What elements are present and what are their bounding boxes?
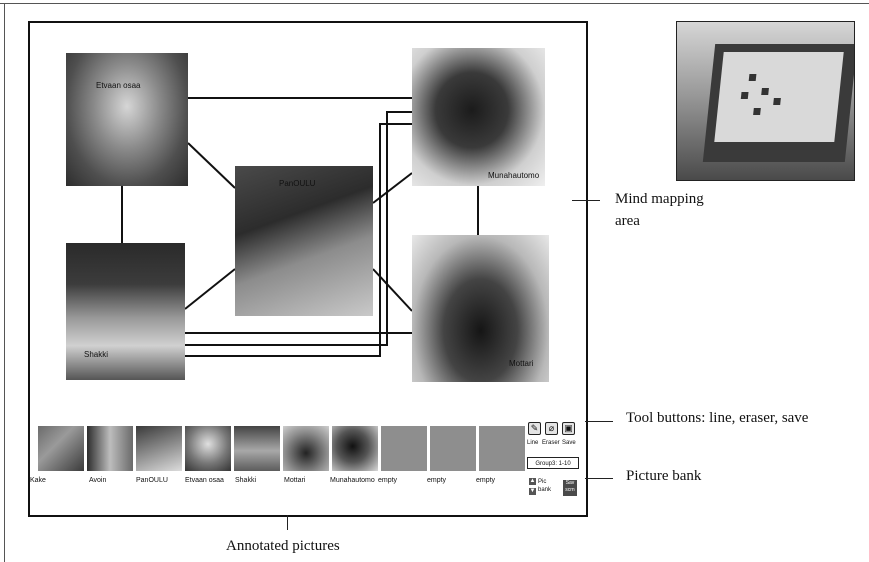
picture-group-selector[interactable]: Group3: 1-10 xyxy=(527,457,579,469)
screen-thumbnail xyxy=(753,108,761,115)
callout-line-tool-buttons xyxy=(585,421,613,422)
map-node-caption: PanOULU xyxy=(279,179,316,188)
callout-tool-buttons: Tool buttons: line, eraser, save xyxy=(626,410,809,426)
bank-slot-empty[interactable] xyxy=(430,426,476,471)
link-chess-door[interactable] xyxy=(184,268,236,310)
bank-scroll-down-button[interactable]: ▼ xyxy=(529,488,536,495)
line-tool-label: Line xyxy=(527,440,539,446)
figure-frame-left xyxy=(4,3,5,562)
save-tool-button[interactable]: ▣ xyxy=(562,422,575,435)
map-node-etvaan-osaa[interactable]: Etvaan osaa xyxy=(66,53,188,186)
bank-picture-label: empty xyxy=(378,477,398,484)
link-chess-sculpture-a[interactable] xyxy=(185,111,412,346)
arrow-down-icon: ▼ xyxy=(529,488,536,494)
bank-picture-panoulu[interactable] xyxy=(136,426,182,471)
line-tool-button[interactable]: ✎ xyxy=(528,422,541,435)
bank-picture-avoin[interactable] xyxy=(87,426,133,471)
map-node-caption: Munahautomo xyxy=(488,171,540,180)
arrow-up-icon: ▲ xyxy=(529,478,536,484)
bank-picture-label: Etvaan osaa xyxy=(185,477,224,484)
bank-picture-label: Mottari xyxy=(284,477,306,484)
mind-map-application: Etvaan osaa PanOULU Munahautomo Shakki M… xyxy=(28,21,588,517)
laptop-photo xyxy=(676,21,855,181)
bank-picture-kake[interactable] xyxy=(38,426,84,471)
connection-lines xyxy=(121,97,479,357)
bank-picture-label: Munahautomo xyxy=(330,477,375,484)
bank-picture-label: Shakki xyxy=(235,477,257,484)
save-tool-label: Save xyxy=(562,440,576,446)
pencil-icon: ✎ xyxy=(530,423,539,433)
link-door-moto[interactable] xyxy=(372,268,413,312)
link-chekhov-door[interactable] xyxy=(187,142,236,189)
mind-mapping-area[interactable]: Etvaan osaa PanOULU Munahautomo Shakki M… xyxy=(30,23,586,418)
callout-line-mind-mapping xyxy=(572,200,600,201)
callout-line-annotated-pictures xyxy=(287,515,288,530)
map-node-caption: Shakki xyxy=(84,350,109,359)
screen-thumbnail xyxy=(748,74,757,81)
eraser-icon: ⌀ xyxy=(548,423,555,433)
save-screen-label-top: Sav xyxy=(565,480,575,486)
map-node-caption: Etvaan osaa xyxy=(96,81,141,90)
map-node-shakki[interactable]: Shakki xyxy=(66,243,185,380)
link-door-sculpture[interactable] xyxy=(372,172,413,204)
map-node-mottari[interactable]: Mottari xyxy=(412,235,549,382)
bank-scroll-up-button[interactable]: ▲ xyxy=(529,478,536,485)
eraser-tool-label: Eraser xyxy=(542,440,560,446)
bank-picture-label: PanOULU xyxy=(136,477,168,484)
bank-picture-label: empty xyxy=(476,477,496,484)
screen-thumbnail xyxy=(740,92,749,99)
pic-bank-label-top: Pic xyxy=(538,479,547,485)
bank-picture-shakki[interactable] xyxy=(234,426,280,471)
link-chess-sculpture-b[interactable] xyxy=(185,123,412,357)
callout-line-picture-bank xyxy=(585,478,613,479)
bank-picture-munahautomo[interactable] xyxy=(332,426,378,471)
callout-picture-bank: Picture bank xyxy=(626,468,702,484)
bank-slot-empty[interactable] xyxy=(381,426,427,471)
bank-picture-etvaan-osaa[interactable] xyxy=(185,426,231,471)
laptop-screen xyxy=(714,52,844,142)
map-node-panoulu[interactable]: PanOULU xyxy=(235,166,373,316)
pic-bank-label-bottom: bank xyxy=(538,487,552,493)
callout-mind-mapping: Mind mapping xyxy=(615,191,704,207)
floppy-disk-icon: ▣ xyxy=(564,423,573,433)
map-node-munahautomo[interactable]: Munahautomo xyxy=(412,48,545,186)
save-screen-button[interactable]: Sav scrn xyxy=(563,480,577,496)
picture-bank: Kake Avoin PanOULU Etvaan osaa Shakki Mo… xyxy=(30,418,586,515)
callout-annotated-pictures: Annotated pictures xyxy=(226,538,340,554)
bank-picture-label: empty xyxy=(427,477,447,484)
bank-picture-mottari[interactable] xyxy=(283,426,329,471)
eraser-tool-button[interactable]: ⌀ xyxy=(545,422,558,435)
figure-frame-top xyxy=(0,3,869,4)
bank-picture-label: Avoin xyxy=(89,477,107,484)
bank-picture-label: Kake xyxy=(30,477,46,484)
callout-mind-mapping-area: area xyxy=(615,213,640,229)
screen-thumbnail xyxy=(761,88,769,95)
save-screen-label-bottom: scrn xyxy=(565,487,575,493)
map-node-caption: Mottari xyxy=(509,359,534,368)
bank-slot-empty[interactable] xyxy=(479,426,525,471)
screen-thumbnail xyxy=(773,98,781,105)
